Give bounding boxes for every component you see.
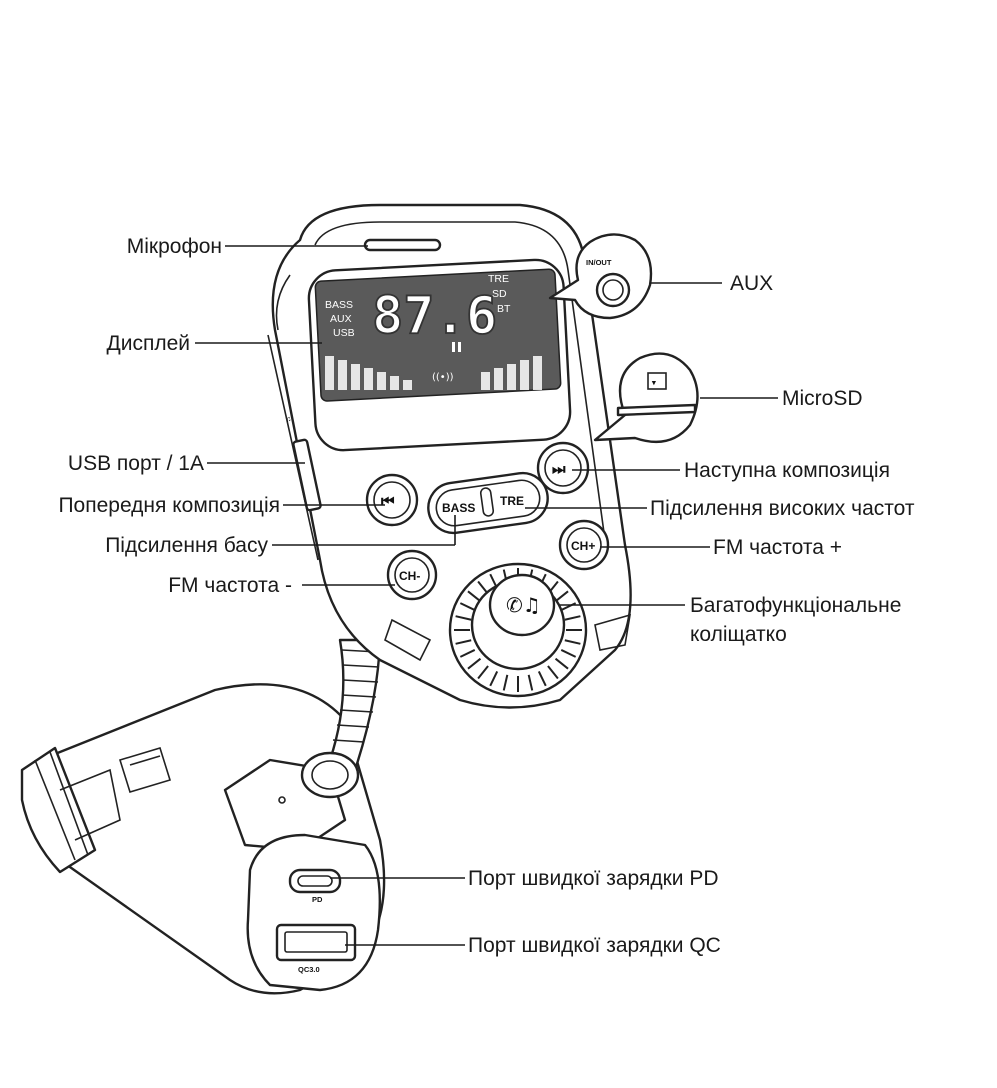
- knob-ridge: [455, 615, 472, 621]
- gooseneck: [300, 638, 382, 799]
- lcd-indicator-usb: USB: [333, 327, 355, 339]
- svg-text:▾: ▾: [651, 378, 657, 387]
- equalizer-bar: [494, 368, 503, 390]
- sd-card-icon: [647, 372, 667, 390]
- multifunction-knob[interactable]: ✆♫: [448, 562, 588, 698]
- knob-ridge: [560, 649, 577, 658]
- equalizer-bar: [481, 372, 490, 390]
- label-aux: AUX: [730, 272, 773, 295]
- knob-ridge: [477, 665, 489, 680]
- aux-jack-icon: [595, 272, 631, 308]
- leader-lines: [195, 245, 778, 946]
- knob-ridge: [527, 674, 534, 691]
- equalizer-bar: [520, 360, 529, 390]
- microsd-slot-detail: ▾: [593, 352, 699, 444]
- broadcast-icon: ((•)): [432, 372, 454, 383]
- equalizer-bar: [533, 356, 542, 390]
- channel-up-button[interactable]: CH+: [558, 519, 610, 571]
- label-display: Дисплей: [107, 332, 191, 355]
- equalizer-bar: [390, 376, 399, 390]
- knob-ridge: [467, 590, 482, 603]
- bass-button[interactable]: BASS: [442, 501, 475, 515]
- label-knob-line1: Багатофункціональне: [690, 594, 901, 617]
- microphone-slit: [363, 238, 442, 252]
- knob-ridge: [547, 665, 559, 680]
- knob-ridge: [554, 590, 569, 603]
- ch-plus-label: CH+: [571, 539, 595, 553]
- lcd-equalizer: [325, 356, 542, 390]
- equalizer-bar: [403, 380, 412, 390]
- knob-ridge: [502, 674, 509, 691]
- next-track-icon: ⏭: [552, 460, 566, 478]
- label-knob-line2: коліщатко: [690, 623, 787, 646]
- pd-port-label: PD: [312, 895, 323, 904]
- label-microsd: MicroSD: [782, 387, 863, 410]
- usb-a-qc-port: [275, 923, 357, 962]
- previous-track-button[interactable]: ⏮: [365, 473, 419, 527]
- knob-ridge: [564, 639, 581, 645]
- next-track-button[interactable]: ⏭: [536, 441, 590, 495]
- qc-port-label: QC3.0: [298, 965, 320, 974]
- label-microphone: Мікрофон: [127, 235, 222, 258]
- label-fm-minus: FM частота -: [168, 574, 292, 597]
- knob-ridge: [489, 671, 499, 687]
- label-pd-port: Порт швидкої зарядки PD: [468, 867, 719, 890]
- ch-minus-label: CH-: [399, 569, 420, 583]
- label-treble-boost: Підсилення високих частот: [650, 497, 915, 520]
- channel-down-button[interactable]: CH-: [386, 549, 438, 601]
- knob-ridge: [455, 639, 472, 645]
- previous-track-icon: ⏮: [381, 492, 395, 510]
- lcd-indicator-aux: AUX: [330, 313, 352, 325]
- knob-ridge: [459, 602, 476, 611]
- knob-ridge: [467, 657, 482, 670]
- lcd-indicator-bt: BT: [497, 303, 511, 315]
- knob-ridge: [459, 649, 476, 658]
- lcd-indicator-tre: TRE: [488, 273, 509, 285]
- label-bass-boost: Підсилення басу: [105, 534, 268, 557]
- label-fm-plus: FM частота +: [713, 536, 842, 559]
- label-next-track: Наступна композиція: [684, 459, 890, 482]
- equalizer-bar: [351, 364, 360, 390]
- equalizer-bar: [364, 368, 373, 390]
- lcd-indicator-bass: BASS: [325, 299, 353, 311]
- callout-labels: Мікрофон Дисплей USB порт / 1A Попередня…: [58, 235, 914, 957]
- aux-port-detail: IN/OUT: [548, 233, 653, 320]
- knob-ridge: [537, 671, 547, 687]
- aux-in-out-label: IN/OUT: [586, 258, 612, 267]
- bass-treble-rocker[interactable]: BASS TRE: [425, 470, 551, 536]
- lcd-indicator-sd: SD: [492, 288, 507, 300]
- svg-text:♫: ♫: [285, 414, 292, 424]
- lcd-frequency: 87.6: [372, 286, 497, 346]
- transmitter-head: ♫ 87.6 BASS AUX USB TRE SD BT ((•)) ⏮ ⏭: [267, 203, 632, 709]
- phone-music-icon: ✆♫: [506, 593, 541, 617]
- knob-ridge: [564, 615, 581, 621]
- equalizer-bar: [377, 372, 386, 390]
- label-usb-port: USB порт / 1A: [68, 452, 204, 475]
- label-previous-track: Попередня композиція: [58, 494, 280, 517]
- label-qc-port: Порт швидкої зарядки QC: [468, 934, 721, 957]
- equalizer-bar: [338, 360, 347, 390]
- equalizer-bar: [325, 356, 334, 390]
- usb-port-slot: [292, 438, 322, 512]
- car-plug: PD QC3.0: [20, 683, 386, 995]
- knob-ridge: [554, 657, 569, 670]
- equalizer-bar: [507, 364, 516, 390]
- treble-button[interactable]: TRE: [500, 494, 524, 508]
